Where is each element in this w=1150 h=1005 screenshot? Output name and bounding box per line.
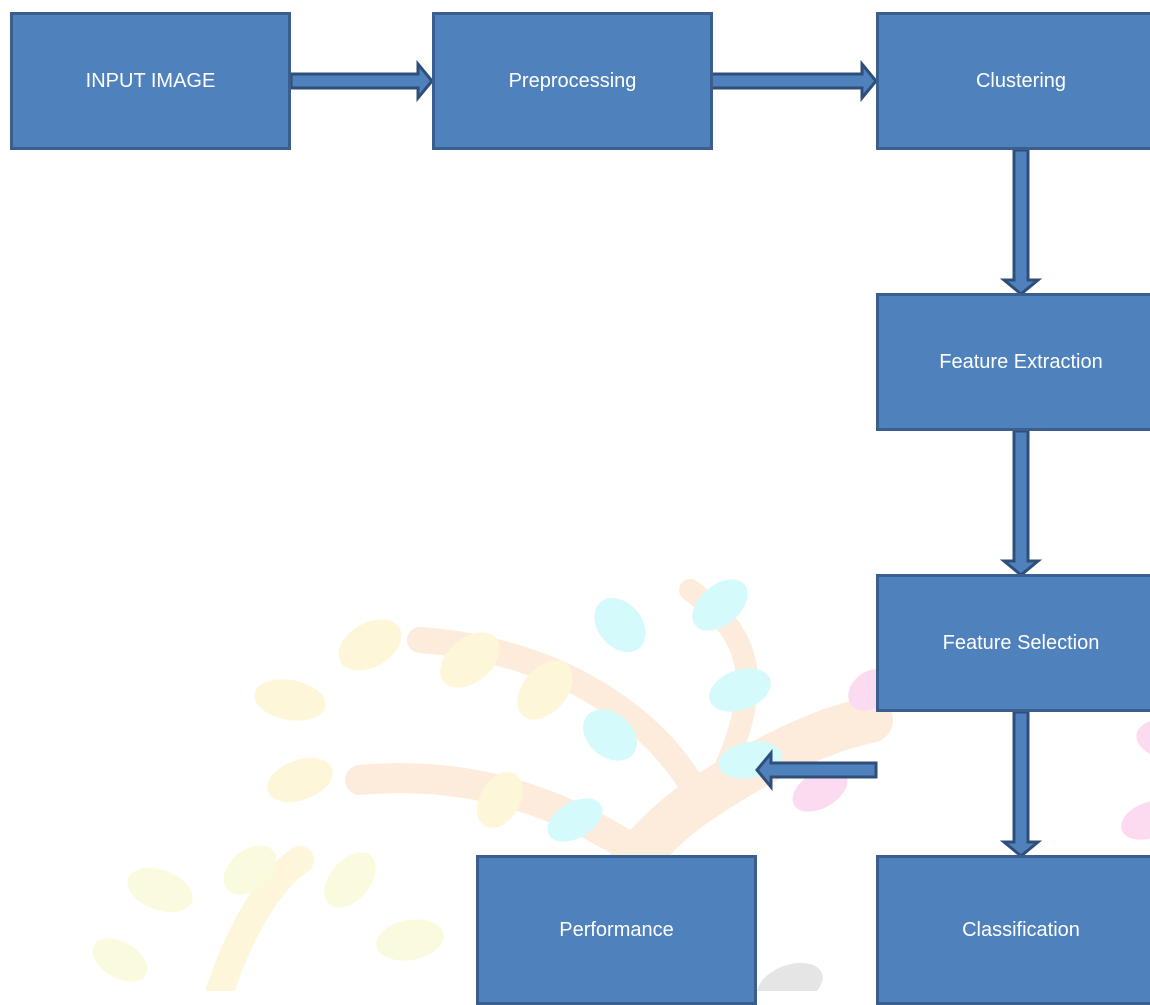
node-performance-label: Performance [559,918,674,941]
node-performance: Performance [476,855,757,1005]
node-preprocessing-label: Preprocessing [508,69,637,92]
arrow-input-to-preprocessing [289,59,434,103]
node-classification-label: Classification [962,918,1080,941]
node-clustering-label: Clustering [975,69,1067,92]
node-clustering: Clustering [876,12,1150,150]
node-input-image-label: INPUT IMAGE [85,69,216,92]
node-feature-selection-label: Feature Selection [942,631,1100,654]
arrow-feature-extraction-to-feature-selection [999,429,1043,577]
node-preprocessing: Preprocessing [432,12,713,150]
arrow-clustering-to-feature-extraction [999,148,1043,296]
arrow-preprocessing-to-clustering [697,59,878,103]
node-classification: Classification [876,855,1150,1005]
arrow-classification-to-performance [755,748,878,792]
node-feature-extraction: Feature Extraction [876,293,1150,431]
node-feature-selection: Feature Selection [876,574,1150,712]
node-feature-extraction-label: Feature Extraction [939,350,1103,373]
arrow-feature-selection-to-classification [999,710,1043,858]
node-input-image: INPUT IMAGE [10,12,291,150]
